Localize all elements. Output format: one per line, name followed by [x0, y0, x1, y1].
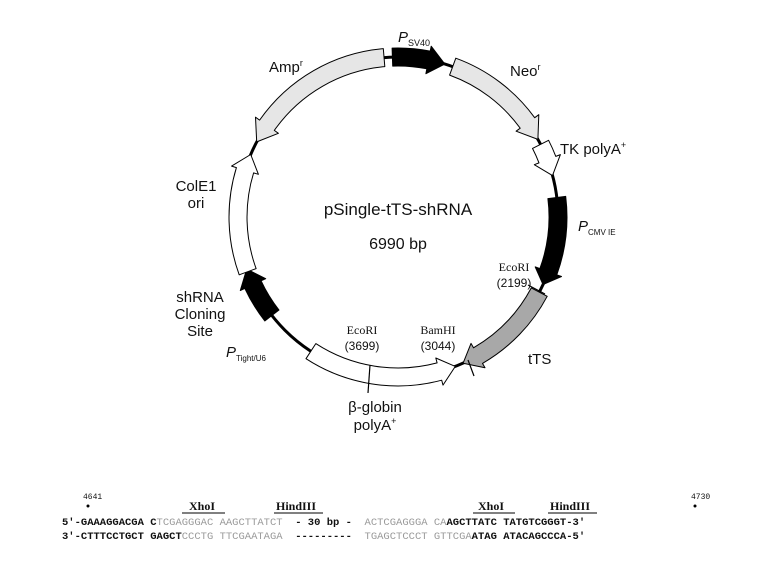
- ecori-2199-pos: (2199): [497, 276, 532, 290]
- tts-label: tTS: [528, 351, 551, 368]
- shrna-line2: Cloning: [175, 306, 226, 323]
- ecori-2199-name: EcoRI: [499, 260, 530, 274]
- enzyme-xhoi-1: XhoI: [189, 499, 215, 513]
- seq-top-g2: AAGCTTATCT: [220, 517, 283, 529]
- enzyme-hindiii-2: HindIII: [550, 499, 590, 513]
- amp-arrow: [255, 48, 386, 143]
- seq-bottom-strand: 3′-CTTTCCTGCT GAGCTCCCTG TTCGAATAGA ----…: [62, 531, 585, 543]
- bamhi-name: BamHI: [420, 323, 455, 337]
- cole1-line1: ColE1: [176, 178, 217, 195]
- cole1-line2: ori: [188, 195, 205, 212]
- enzyme-hindiii-1: HindIII: [276, 499, 316, 513]
- shrna-line1: shRNA: [176, 289, 224, 306]
- ecori-3699-tick: [367, 364, 371, 394]
- tk-polya-arrow: [532, 139, 561, 177]
- bglobin-line2: polyA+: [354, 416, 397, 434]
- seq-top-prefix: 5′-GAAAGGACGA: [62, 517, 145, 529]
- seq-top-strand: 5′-GAAAGGACGA CTCGAGGGAC AAGCTTATCT - 30…: [62, 517, 585, 529]
- ecori-3699-pos: (3699): [345, 339, 380, 353]
- bamhi-pos: (3044): [421, 339, 456, 353]
- seq-bot-b3: ATACAGCCCA-5′: [503, 531, 585, 543]
- seq-pos-end-dot: [693, 504, 697, 508]
- bglobin-line1: β-globin: [348, 399, 402, 416]
- shrna-line3: Site: [187, 323, 213, 340]
- amp-label: Ampr: [269, 58, 303, 76]
- seq-bot-g4: GTTCGA: [434, 531, 473, 543]
- seq-bot-b2: ATAG: [472, 531, 497, 543]
- seq-top-c: C: [150, 517, 157, 529]
- seq-top-g1: TCGAGGGAC: [157, 517, 214, 529]
- seq-top-g4: CA: [434, 517, 447, 529]
- pcmv-label: PCMV IE: [578, 218, 616, 237]
- bglobin-arrow: [305, 343, 456, 387]
- seq-top-g3: ACTCGAGGGA: [365, 517, 429, 529]
- psv40-arrow: [391, 45, 446, 75]
- ecori-3699-name: EcoRI: [347, 323, 378, 337]
- feature-arrows: [228, 45, 568, 387]
- tk-polya-label: TK polyA+: [560, 140, 626, 158]
- plasmid-name: pSingle-tTS-shRNA: [324, 200, 473, 219]
- plasmid-size: 6990 bp: [369, 236, 427, 253]
- bamhi-tick: [467, 359, 475, 377]
- seq-top-b2: TATGTCGGGT-3′: [503, 517, 585, 529]
- seq-pos-start-dot: [86, 504, 90, 508]
- seq-bot-b1: GAGCT: [150, 531, 182, 543]
- ptight-arrow: [239, 268, 280, 322]
- enzyme-xhoi-2: XhoI: [478, 499, 504, 513]
- cole1-arrow: [228, 154, 259, 276]
- seq-bot-dash: ---------: [295, 531, 352, 543]
- seq-pos-end: 4730: [691, 493, 710, 502]
- cloning-site-sequence: 4641 4730 XhoI HindIII XhoI HindIII 5′-G…: [62, 493, 710, 543]
- ptight-label: PTight/U6: [226, 344, 267, 363]
- psv40-label: PSV40: [398, 29, 430, 48]
- seq-bot-g2: TTCGAATAGA: [220, 531, 284, 543]
- seq-pos-start: 4641: [83, 493, 102, 502]
- seq-bot-prefix: 3′-CTTTCCTGCT: [62, 531, 144, 543]
- seq-bot-g3: TGAGCTCCCT: [365, 531, 428, 543]
- seq-top-b1: AGCTTATC: [446, 517, 497, 529]
- neo-label: Neor: [510, 62, 541, 80]
- seq-bot-g1: CCCTG: [182, 531, 214, 543]
- tts-arrow: [462, 287, 548, 369]
- pcmv-arrow: [534, 195, 568, 286]
- ecori-2199-tick: [527, 284, 546, 295]
- seq-top-mid: - 30 bp -: [295, 517, 352, 529]
- neo-arrow: [449, 57, 540, 140]
